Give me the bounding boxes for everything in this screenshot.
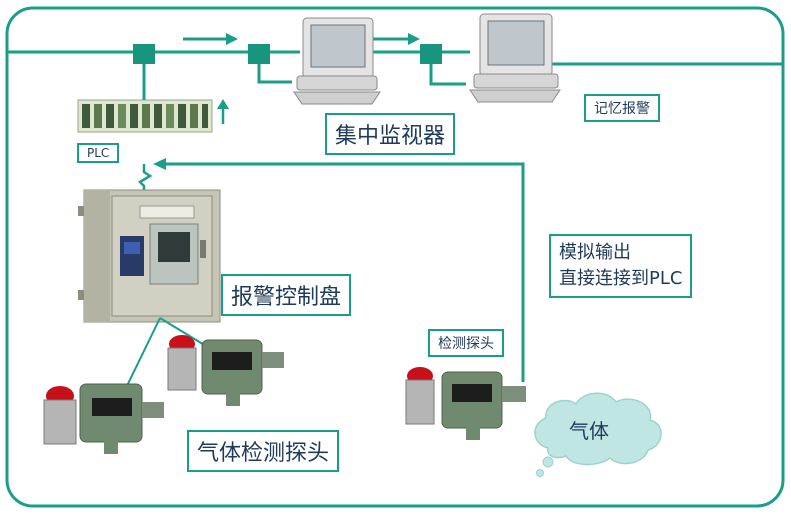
plc-module-icon bbox=[77, 99, 213, 133]
arrow-right-icon bbox=[370, 33, 420, 45]
label-gas-detectors: 气体检测探头 bbox=[187, 430, 340, 472]
computer-icon bbox=[469, 13, 561, 103]
gas-detector-icon bbox=[167, 335, 284, 406]
computer-icon bbox=[293, 17, 381, 105]
label-analog-output: 模拟输出 直接连接到PLC bbox=[549, 234, 693, 298]
label-alarm-panel: 报警控制盘 bbox=[221, 274, 352, 316]
analog-output-line1: 模拟输出 bbox=[559, 242, 631, 263]
label-central-monitor: 集中监视器 bbox=[325, 113, 456, 155]
label-gas: 气体 bbox=[569, 419, 609, 443]
signal-line bbox=[137, 164, 153, 194]
network-node bbox=[133, 44, 155, 64]
label-detector-single: 检测探头 bbox=[428, 329, 504, 357]
gas-detector-icon bbox=[43, 383, 164, 454]
arrow-right-icon bbox=[183, 33, 238, 45]
cloud-icon bbox=[534, 392, 662, 477]
label-plc: PLC bbox=[77, 143, 120, 163]
arrow-up-icon bbox=[217, 99, 229, 124]
label-memory-alarm: 记忆报警 bbox=[584, 94, 660, 122]
analog-output-line2: 直接连接到PLC bbox=[559, 268, 683, 289]
network-node bbox=[420, 44, 442, 64]
gas-detector-icon bbox=[405, 367, 526, 440]
network-node bbox=[248, 44, 270, 64]
alarm-panel-icon bbox=[78, 189, 221, 323]
analog-output-line bbox=[160, 162, 525, 382]
outer-frame bbox=[5, 6, 785, 508]
